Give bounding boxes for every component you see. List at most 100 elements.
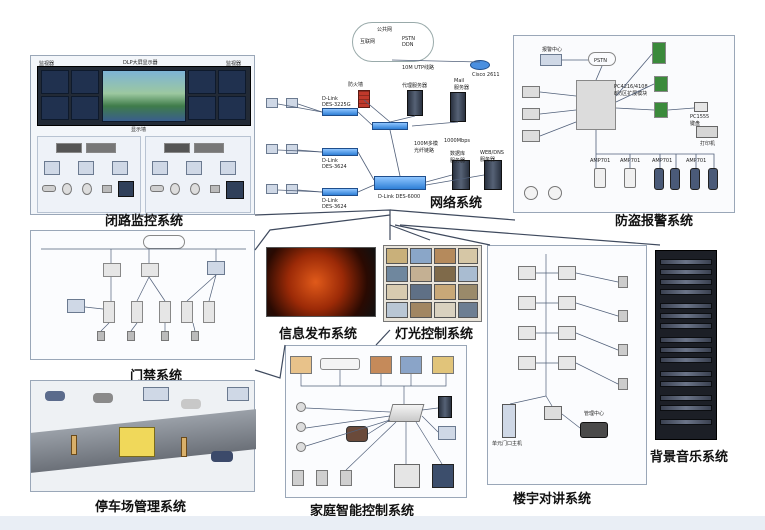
- intercom-unit-6: [558, 326, 576, 340]
- music-title: 背景音乐系统: [650, 450, 729, 465]
- fiber-label: 100M多模 光纤链路: [414, 141, 438, 154]
- parking-gate-2: [181, 437, 187, 457]
- alarm-center-pc: [540, 54, 562, 66]
- switch-mid: [372, 122, 408, 130]
- cctv-ctrl-right-label: 监视器: [226, 61, 242, 67]
- access-ctrl-1: [103, 263, 121, 277]
- bottom-bar: [0, 516, 765, 530]
- intercom-side-2: [618, 310, 628, 322]
- intercom-wires: [509, 254, 619, 429]
- music-rack: [655, 250, 717, 440]
- access-reader-4: [191, 331, 199, 341]
- intercom-unit-1: [518, 266, 536, 280]
- parking-car-2: [93, 393, 113, 403]
- intercom-phone: [580, 422, 608, 438]
- intercom-side-3: [618, 344, 628, 356]
- router-icon: [470, 60, 490, 70]
- pc-6: [286, 184, 298, 194]
- web-server: [484, 160, 502, 190]
- switch-1-label: D-Link DES-3225G: [322, 96, 351, 108]
- core-switch: [374, 176, 426, 190]
- alarm-keypad-label: PC1555 键盘: [690, 114, 710, 127]
- parking-panel: [30, 380, 256, 492]
- cloud-public-label: 公共网: [377, 27, 393, 33]
- network-wires: [277, 59, 485, 193]
- router-label: Cisco 2611: [472, 72, 500, 78]
- intercom-unit-label: 单元门口主机: [492, 441, 523, 447]
- sensor-7: [524, 186, 538, 200]
- home-appliance-1: [290, 356, 312, 374]
- alarm-expander-label: PC4216/4108 8防区扩展模块: [614, 84, 648, 97]
- lighting-grid: [383, 245, 482, 322]
- intercom-panel: 单元门口主机 管理中心: [487, 245, 647, 485]
- intercom-unit-4: [558, 296, 576, 310]
- parking-gate-1: [71, 435, 77, 455]
- db-label: 数据库 服务器: [450, 151, 466, 164]
- sensor-6: [708, 168, 718, 190]
- intercom-main-label: 管理中心: [584, 411, 605, 417]
- alarm-pstn-label: PSTN: [594, 58, 607, 64]
- printer-label: 打印机: [700, 141, 716, 147]
- cctv-ctrl-left-label: 监视器: [39, 61, 55, 67]
- parking-booth: [119, 427, 155, 457]
- keypad-1: [522, 86, 540, 98]
- access-cloud-icon: [143, 235, 185, 249]
- sensor-3: [654, 168, 664, 190]
- intercom-unit-7: [518, 356, 536, 370]
- switch-3: [322, 188, 358, 196]
- pc-4: [286, 144, 298, 154]
- amp-label-2: AMP701: [652, 158, 673, 164]
- home-appliance-2: [320, 358, 360, 370]
- pstn-label: PSTN DDN: [402, 36, 415, 48]
- intercom-side-1: [618, 276, 628, 288]
- monitor-label: 显示墙: [131, 127, 147, 133]
- proxy-server: [407, 90, 423, 116]
- alarm-pstn-cloud: [588, 52, 616, 66]
- intercom-keypad: [544, 406, 562, 420]
- proxy-label: 代理服务器: [402, 83, 428, 89]
- access-ctrl-5: [159, 301, 171, 323]
- cctv-panel: DLP大屏显示器 显示墙 监视器 监视器: [30, 55, 255, 215]
- lighting-title: 灯光控制系统: [395, 327, 474, 342]
- home-meter-3: [340, 470, 352, 486]
- home-title: 家庭智能控制系统: [310, 504, 415, 519]
- pc-2: [286, 98, 298, 108]
- intercom-title: 楼宇对讲系统: [513, 492, 592, 507]
- home-wires: [300, 370, 447, 471]
- parking-monitor-1: [143, 387, 169, 401]
- alarm-main-panel: [576, 80, 616, 130]
- alarm-center-label: 报警中心: [542, 47, 563, 53]
- sensor-4: [670, 168, 680, 190]
- home-sensor-1: [296, 402, 306, 412]
- home-meter-1: [292, 470, 304, 486]
- mail-label: Mail 服务器: [454, 78, 470, 91]
- home-monitor: [438, 426, 456, 440]
- home-appliance-5: [432, 356, 454, 374]
- mail-server: [450, 92, 466, 122]
- sensor-2: [624, 168, 636, 188]
- intercom-unit-8: [558, 356, 576, 370]
- cctv-title: 闭路监控系统: [105, 214, 184, 229]
- info-display: [266, 247, 376, 317]
- link-label: 1000Mbps: [444, 138, 470, 144]
- switch-3-label: D-Link DES-3624: [322, 198, 347, 210]
- sensor-5: [690, 168, 700, 190]
- amp-label-4: AMP701: [590, 158, 611, 164]
- alarm-keypad-icon: [694, 102, 708, 112]
- alarm-title: 防盗报警系统: [615, 214, 694, 229]
- sensor-1: [594, 168, 606, 188]
- firewall-icon: [358, 90, 370, 108]
- home-appliance-3: [370, 356, 392, 374]
- home-meter-2: [316, 470, 328, 486]
- parking-car-1: [45, 391, 65, 401]
- access-ctrl-2: [141, 263, 159, 277]
- sensor-8: [548, 186, 562, 200]
- dlp-screen: [102, 70, 186, 122]
- home-keypad: [394, 464, 420, 488]
- alarm-wires: [539, 53, 715, 168]
- access-pc-1: [207, 261, 225, 275]
- access-pc-2: [67, 299, 85, 313]
- internet-label: 互联网: [360, 39, 376, 45]
- parking-title: 停车场管理系统: [95, 500, 187, 515]
- video-wall: [37, 66, 251, 126]
